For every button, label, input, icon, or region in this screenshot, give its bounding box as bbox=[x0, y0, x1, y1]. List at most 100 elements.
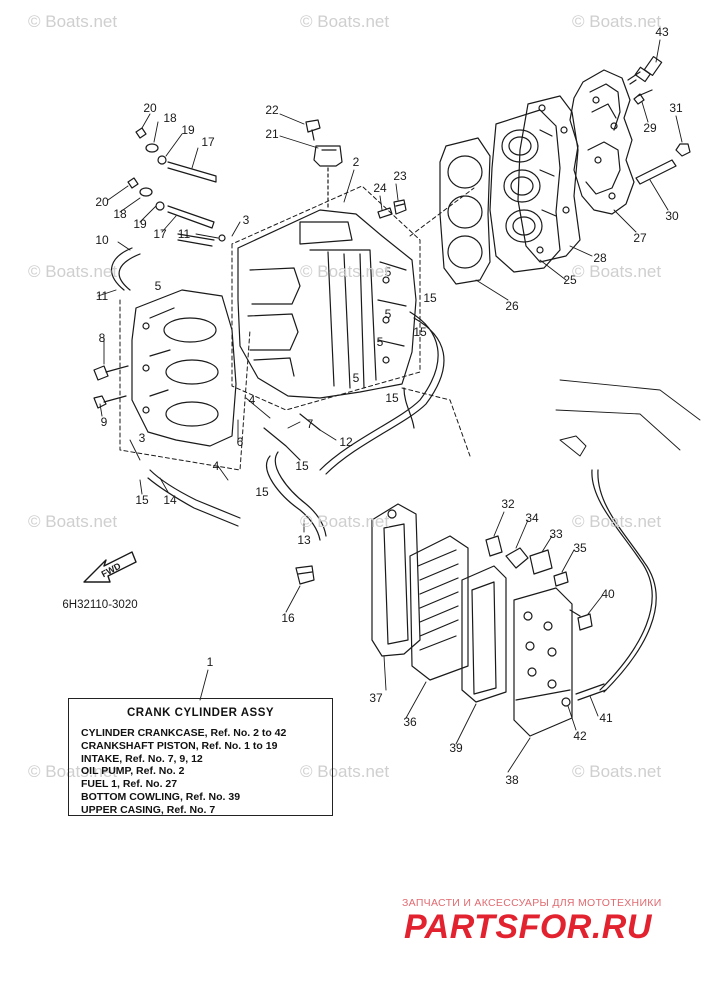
callout-41: 41 bbox=[599, 711, 613, 725]
watermark: © Boats.net bbox=[28, 512, 118, 531]
watermark: © Boats.net bbox=[300, 762, 390, 781]
spark-plug bbox=[627, 55, 663, 85]
callout-43: 43 bbox=[655, 25, 669, 39]
callout-13: 13 bbox=[297, 533, 311, 547]
watermark: © Boats.net bbox=[300, 262, 390, 281]
bolt-22 bbox=[305, 119, 321, 141]
crankcase bbox=[131, 289, 237, 447]
callout-7: 7 bbox=[307, 417, 314, 431]
cylinder-block bbox=[237, 209, 417, 399]
legend-row: BOTTOM COWLING, Ref. No. 39 bbox=[81, 790, 241, 803]
watermark: © Boats.net bbox=[572, 262, 662, 281]
fitting-23 bbox=[393, 199, 407, 215]
hose-14 bbox=[147, 469, 241, 527]
callout-19a: 19 bbox=[181, 123, 195, 137]
assembly-legend-box: CRANK CYLINDER ASSY CYLINDER CRANKCASE, … bbox=[68, 698, 333, 816]
callout-16: 16 bbox=[281, 611, 295, 625]
cable-right bbox=[591, 469, 657, 693]
cylinder-head-gasket bbox=[517, 95, 581, 263]
fitting-32 bbox=[485, 535, 503, 557]
callout-19b: 19 bbox=[133, 217, 147, 231]
callout-29: 29 bbox=[643, 121, 657, 135]
callout-3a: 3 bbox=[243, 213, 250, 227]
bracket-21 bbox=[313, 145, 343, 167]
callout-31: 31 bbox=[669, 101, 683, 115]
callout-5b: 5 bbox=[385, 265, 392, 279]
gasket-39 bbox=[461, 565, 507, 703]
callout-17a: 17 bbox=[201, 135, 215, 149]
watermark: © Boats.net bbox=[28, 12, 118, 31]
callout-37: 37 bbox=[369, 691, 383, 705]
callout-23: 23 bbox=[393, 169, 407, 183]
callout-20a: 20 bbox=[143, 101, 157, 115]
watermark: © Boats.net bbox=[572, 512, 662, 531]
callout-42: 42 bbox=[573, 729, 587, 743]
callout-39: 39 bbox=[449, 741, 463, 755]
callout-3b: 3 bbox=[139, 431, 146, 445]
callout-27: 27 bbox=[633, 231, 647, 245]
legend-row: CYLINDER CRANKCASE, Ref. No. 2 to 42 bbox=[81, 727, 287, 739]
hose-13 bbox=[266, 451, 327, 541]
callout-21: 21 bbox=[265, 127, 279, 141]
reed-valve-36 bbox=[409, 535, 469, 681]
callout-15b: 15 bbox=[413, 325, 427, 339]
head-gasket bbox=[439, 137, 491, 285]
callout-17b: 17 bbox=[153, 227, 167, 241]
callout-25: 25 bbox=[563, 273, 577, 287]
callout-18a: 18 bbox=[163, 111, 177, 125]
callout-11a: 11 bbox=[178, 227, 191, 241]
bolt-set-upper bbox=[135, 127, 217, 183]
fwd-arrow bbox=[83, 551, 137, 583]
callout-18b: 18 bbox=[113, 207, 127, 221]
part-code: 6H32110-3020 bbox=[62, 599, 137, 611]
watermark: © Boats.net bbox=[300, 512, 390, 531]
watermark: © Boats.net bbox=[28, 262, 118, 281]
callout-12: 12 bbox=[339, 435, 353, 449]
callout-24: 24 bbox=[373, 181, 387, 195]
callout-20b: 20 bbox=[95, 195, 109, 209]
callout-26: 26 bbox=[505, 299, 519, 313]
bolt-40 bbox=[569, 609, 593, 631]
assembly-outline bbox=[119, 185, 475, 471]
legend-rows: CYLINDER CRANKCASE, Ref. No. 2 to 42 CRA… bbox=[81, 727, 286, 817]
callout-14: 14 bbox=[163, 493, 177, 507]
pin-24 bbox=[377, 207, 393, 219]
clip-16 bbox=[295, 565, 315, 585]
callout-9: 9 bbox=[101, 415, 108, 429]
callout-8: 8 bbox=[99, 331, 106, 345]
hose-15-right bbox=[319, 311, 445, 475]
callout-15c: 15 bbox=[385, 391, 399, 405]
footer-tagline: ЗАПЧАСТИ И АКСЕССУАРЫ ДЛЯ МОТОТЕХНИКИ bbox=[402, 897, 662, 909]
callout-32: 32 bbox=[501, 497, 515, 511]
bolt-29 bbox=[633, 89, 653, 105]
stud-30 bbox=[635, 159, 677, 185]
legend-row: FUEL 1, Ref. No. 27 bbox=[81, 778, 178, 791]
callout-4a: 4 bbox=[249, 393, 256, 407]
callout-35: 35 bbox=[573, 541, 587, 555]
callout-2: 2 bbox=[353, 155, 360, 169]
callout-34: 34 bbox=[525, 511, 539, 525]
watermark: © Boats.net bbox=[572, 12, 662, 31]
head-cover bbox=[569, 69, 635, 215]
callout-15d: 15 bbox=[295, 459, 309, 473]
callout-36: 36 bbox=[403, 715, 417, 729]
callout-11b: 11 bbox=[96, 289, 109, 303]
bolt-35 bbox=[553, 571, 569, 587]
callout-10: 10 bbox=[95, 233, 109, 247]
hose-11 bbox=[177, 233, 215, 247]
footer-logo: PARTSFOR.RU bbox=[404, 908, 652, 946]
pipe-41 bbox=[575, 683, 607, 701]
watermark: © Boats.net bbox=[300, 12, 390, 31]
legend-row: OIL PUMP, Ref. No. 2 bbox=[81, 765, 185, 778]
callout-4b: 4 bbox=[213, 459, 220, 473]
cylinder-head bbox=[489, 109, 561, 273]
gasket-34 bbox=[505, 547, 529, 569]
callout-33: 33 bbox=[549, 527, 563, 541]
legend-row: CRANKSHAFT PISTON, Ref. No. 1 to 19 bbox=[81, 739, 278, 752]
callout-5c: 5 bbox=[385, 307, 392, 321]
legend-row: INTAKE, Ref. No. 7, 9, 12 bbox=[81, 752, 203, 765]
bolt-8 bbox=[93, 365, 129, 381]
callout-40: 40 bbox=[601, 587, 615, 601]
callout-5d: 5 bbox=[377, 335, 384, 349]
